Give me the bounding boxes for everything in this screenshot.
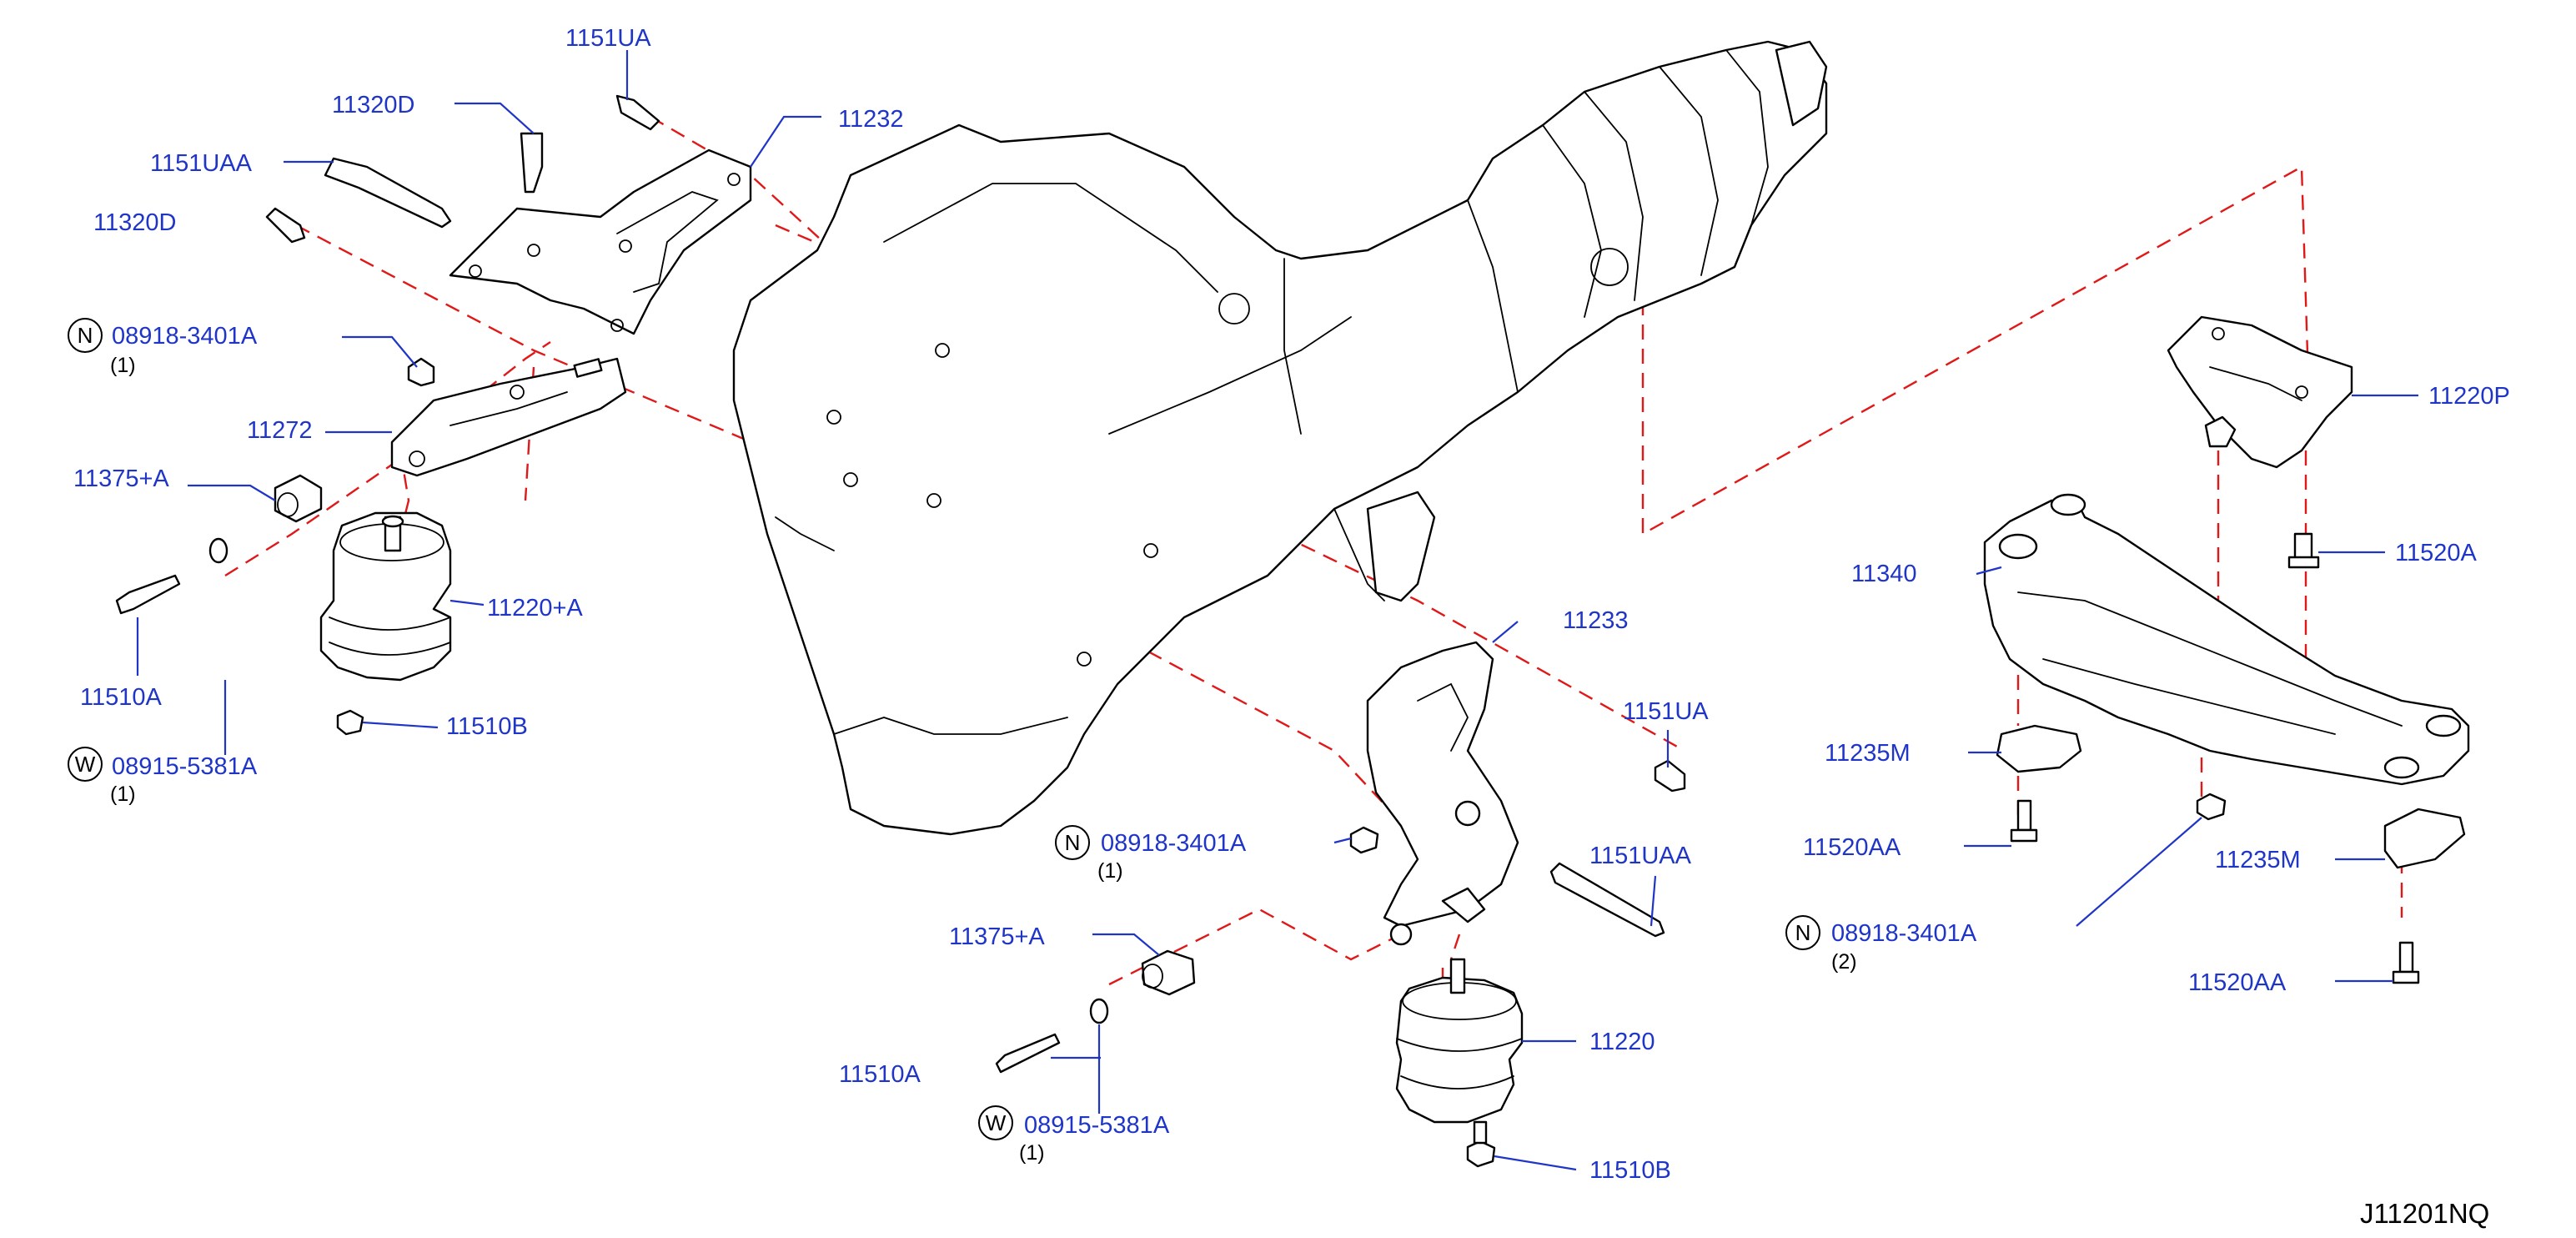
part-label-11220: 11220 bbox=[1589, 1029, 1655, 1055]
part-label-11320d-left: 11320D bbox=[93, 209, 176, 236]
engine-transmission-assembly bbox=[732, 40, 1828, 836]
hardware-center bbox=[995, 759, 1686, 1074]
quantity-label-left-nut: (1) bbox=[110, 354, 136, 377]
engine-mount-insulator-11220A bbox=[319, 511, 452, 682]
svg-text:W: W bbox=[986, 1110, 1007, 1135]
circle-mark-n-3: N bbox=[1785, 915, 1820, 950]
part-label-11272: 11272 bbox=[247, 417, 313, 444]
circle-mark-n-1: N bbox=[68, 318, 103, 353]
svg-text:W: W bbox=[75, 752, 96, 777]
diagram-reference-code: J11201NQ bbox=[2360, 1198, 2489, 1229]
part-labels: 1151UA 11320D 11232 1151UAA 11320D 08918… bbox=[73, 25, 2510, 1184]
part-label-11320d-top: 11320D bbox=[332, 92, 414, 118]
part-label-11220p: 11220P bbox=[2428, 383, 2510, 410]
part-label-11233: 11233 bbox=[1563, 607, 1629, 634]
part-label-11520aa-right: 11520AA bbox=[2188, 969, 2287, 996]
circle-mark-w-2: W bbox=[978, 1105, 1013, 1140]
part-label-11235m-right: 11235M bbox=[2215, 847, 2301, 873]
bushing-11375A-center bbox=[1141, 949, 1196, 996]
part-label-11235m-left: 11235M bbox=[1825, 740, 1911, 767]
svg-text:N: N bbox=[1065, 830, 1081, 855]
svg-text:N: N bbox=[78, 323, 93, 348]
quantity-label-center-nut: (1) bbox=[1097, 859, 1123, 883]
part-label-11510a-center: 11510A bbox=[839, 1061, 921, 1088]
circle-mark-w-1: W bbox=[68, 747, 103, 782]
part-label-11220a: 11220+A bbox=[487, 595, 583, 622]
crossmember-11340 bbox=[1983, 493, 2470, 786]
part-label-11375a-left: 11375+A bbox=[73, 466, 169, 492]
quantity-label-center-washer: (1) bbox=[1019, 1141, 1045, 1165]
part-label-11510b-center: 11510B bbox=[1589, 1157, 1671, 1184]
part-label-08915-5381a-left: 08915-5381A bbox=[112, 753, 258, 780]
part-label-11510b-left: 11510B bbox=[446, 713, 528, 740]
part-label-11232: 11232 bbox=[838, 106, 904, 133]
mount-bracket-11272 bbox=[390, 357, 627, 477]
part-label-11520aa-left: 11520AA bbox=[1803, 834, 1901, 861]
hardware-left bbox=[115, 94, 660, 736]
mount-bracket-11233 bbox=[1366, 641, 1519, 946]
svg-text:N: N bbox=[1795, 920, 1811, 945]
rear-mount-11220P bbox=[2167, 315, 2353, 469]
part-label-08918-3401a-left: 08918-3401A bbox=[112, 323, 258, 350]
quantity-label-right-nut: (2) bbox=[1831, 950, 1857, 974]
bushing-11375A-left bbox=[274, 474, 323, 523]
engine-mount-insulator-11220 bbox=[1395, 958, 1524, 1168]
part-label-11340: 11340 bbox=[1851, 561, 1917, 587]
part-label-08915-5381a-center: 08915-5381A bbox=[1024, 1112, 1170, 1139]
part-label-1151uaa-left: 1151UAA bbox=[150, 150, 253, 177]
part-label-1151ua-top: 1151UA bbox=[565, 25, 651, 52]
part-label-11520a: 11520A bbox=[2395, 540, 2477, 566]
quantity-label-left-washer: (1) bbox=[110, 783, 136, 806]
hardware-right bbox=[1996, 532, 2466, 984]
leader-lines bbox=[136, 50, 2418, 1171]
part-label-08918-3401a-right: 08918-3401A bbox=[1831, 920, 1977, 947]
part-label-11375a-center: 11375+A bbox=[949, 923, 1045, 950]
part-label-11510a-left: 11510A bbox=[80, 684, 162, 711]
part-label-1151ua-center: 1151UA bbox=[1623, 698, 1709, 725]
engine-mount-bracket-11232 bbox=[449, 148, 752, 335]
circle-mark-n-2: N bbox=[1055, 825, 1090, 860]
part-label-08918-3401a-center: 08918-3401A bbox=[1101, 830, 1247, 857]
part-label-1151uaa-center: 1151UAA bbox=[1589, 843, 1692, 869]
